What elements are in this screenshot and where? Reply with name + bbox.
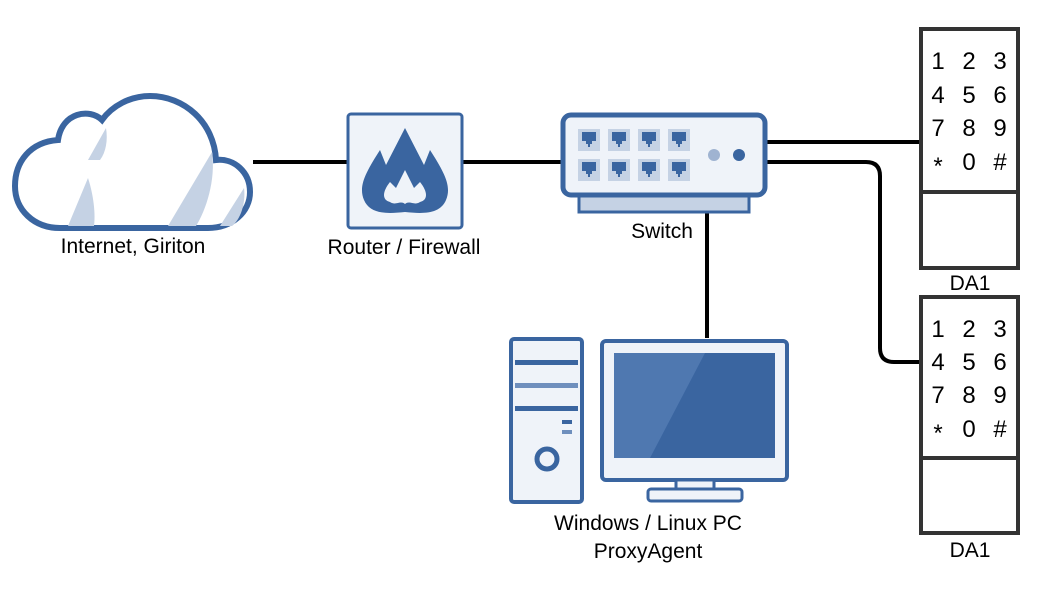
ethernet-port-icon	[608, 129, 630, 151]
keypad-2-label: DA1	[950, 539, 991, 562]
keypad-key: 4	[931, 349, 944, 376]
keypad-key: 9	[993, 382, 1006, 409]
cloud-icon	[11, 92, 254, 231]
keypad-key: *	[933, 153, 942, 180]
link-switch-keypad-2	[765, 160, 920, 364]
ethernet-port-icon	[608, 159, 630, 181]
keypad-key: #	[993, 149, 1007, 176]
keypad-key: 0	[962, 149, 975, 176]
keypad-key: 1	[931, 316, 944, 343]
keypad-key: 3	[993, 316, 1006, 343]
keypad-key: 6	[993, 349, 1006, 376]
keypad-key: 5	[962, 82, 975, 109]
keypad-key: 7	[931, 115, 944, 142]
switch-icon[interactable]	[560, 112, 768, 214]
keypad-key: 6	[993, 82, 1006, 109]
keypad-key: 8	[962, 115, 975, 142]
keypad-key: 9	[993, 115, 1006, 142]
ethernet-port-icon	[578, 159, 600, 181]
keypad-key: 4	[931, 82, 944, 109]
keypad-1-label: DA1	[950, 272, 991, 295]
keypad-key: 2	[962, 316, 975, 343]
switch-label: Switch	[631, 220, 693, 243]
keypad-key: 1	[931, 48, 944, 75]
pc-label-line2: ProxyAgent	[594, 540, 703, 563]
keypad-key: 0	[962, 416, 975, 443]
keypad-key: *	[933, 420, 942, 447]
ethernet-port-icon	[578, 129, 600, 151]
ethernet-port-icon	[638, 159, 660, 181]
firewall-icon[interactable]	[346, 112, 464, 230]
keypad-key: 7	[931, 382, 944, 409]
keypad-key: 8	[962, 382, 975, 409]
keypad-key: 5	[962, 349, 975, 376]
pc-label-line1: Windows / Linux PC	[554, 512, 742, 535]
ethernet-port-icon	[668, 159, 690, 181]
desktop-pc-icon[interactable]	[509, 337, 789, 504]
keypad-key: 2	[962, 48, 975, 75]
router-label: Router / Firewall	[328, 236, 481, 259]
internet-label: Internet, Giriton	[61, 235, 206, 258]
ethernet-port-icon	[668, 129, 690, 151]
ethernet-port-icon	[638, 129, 660, 151]
keypad-key: 3	[993, 48, 1006, 75]
keypad-key: #	[993, 416, 1007, 443]
